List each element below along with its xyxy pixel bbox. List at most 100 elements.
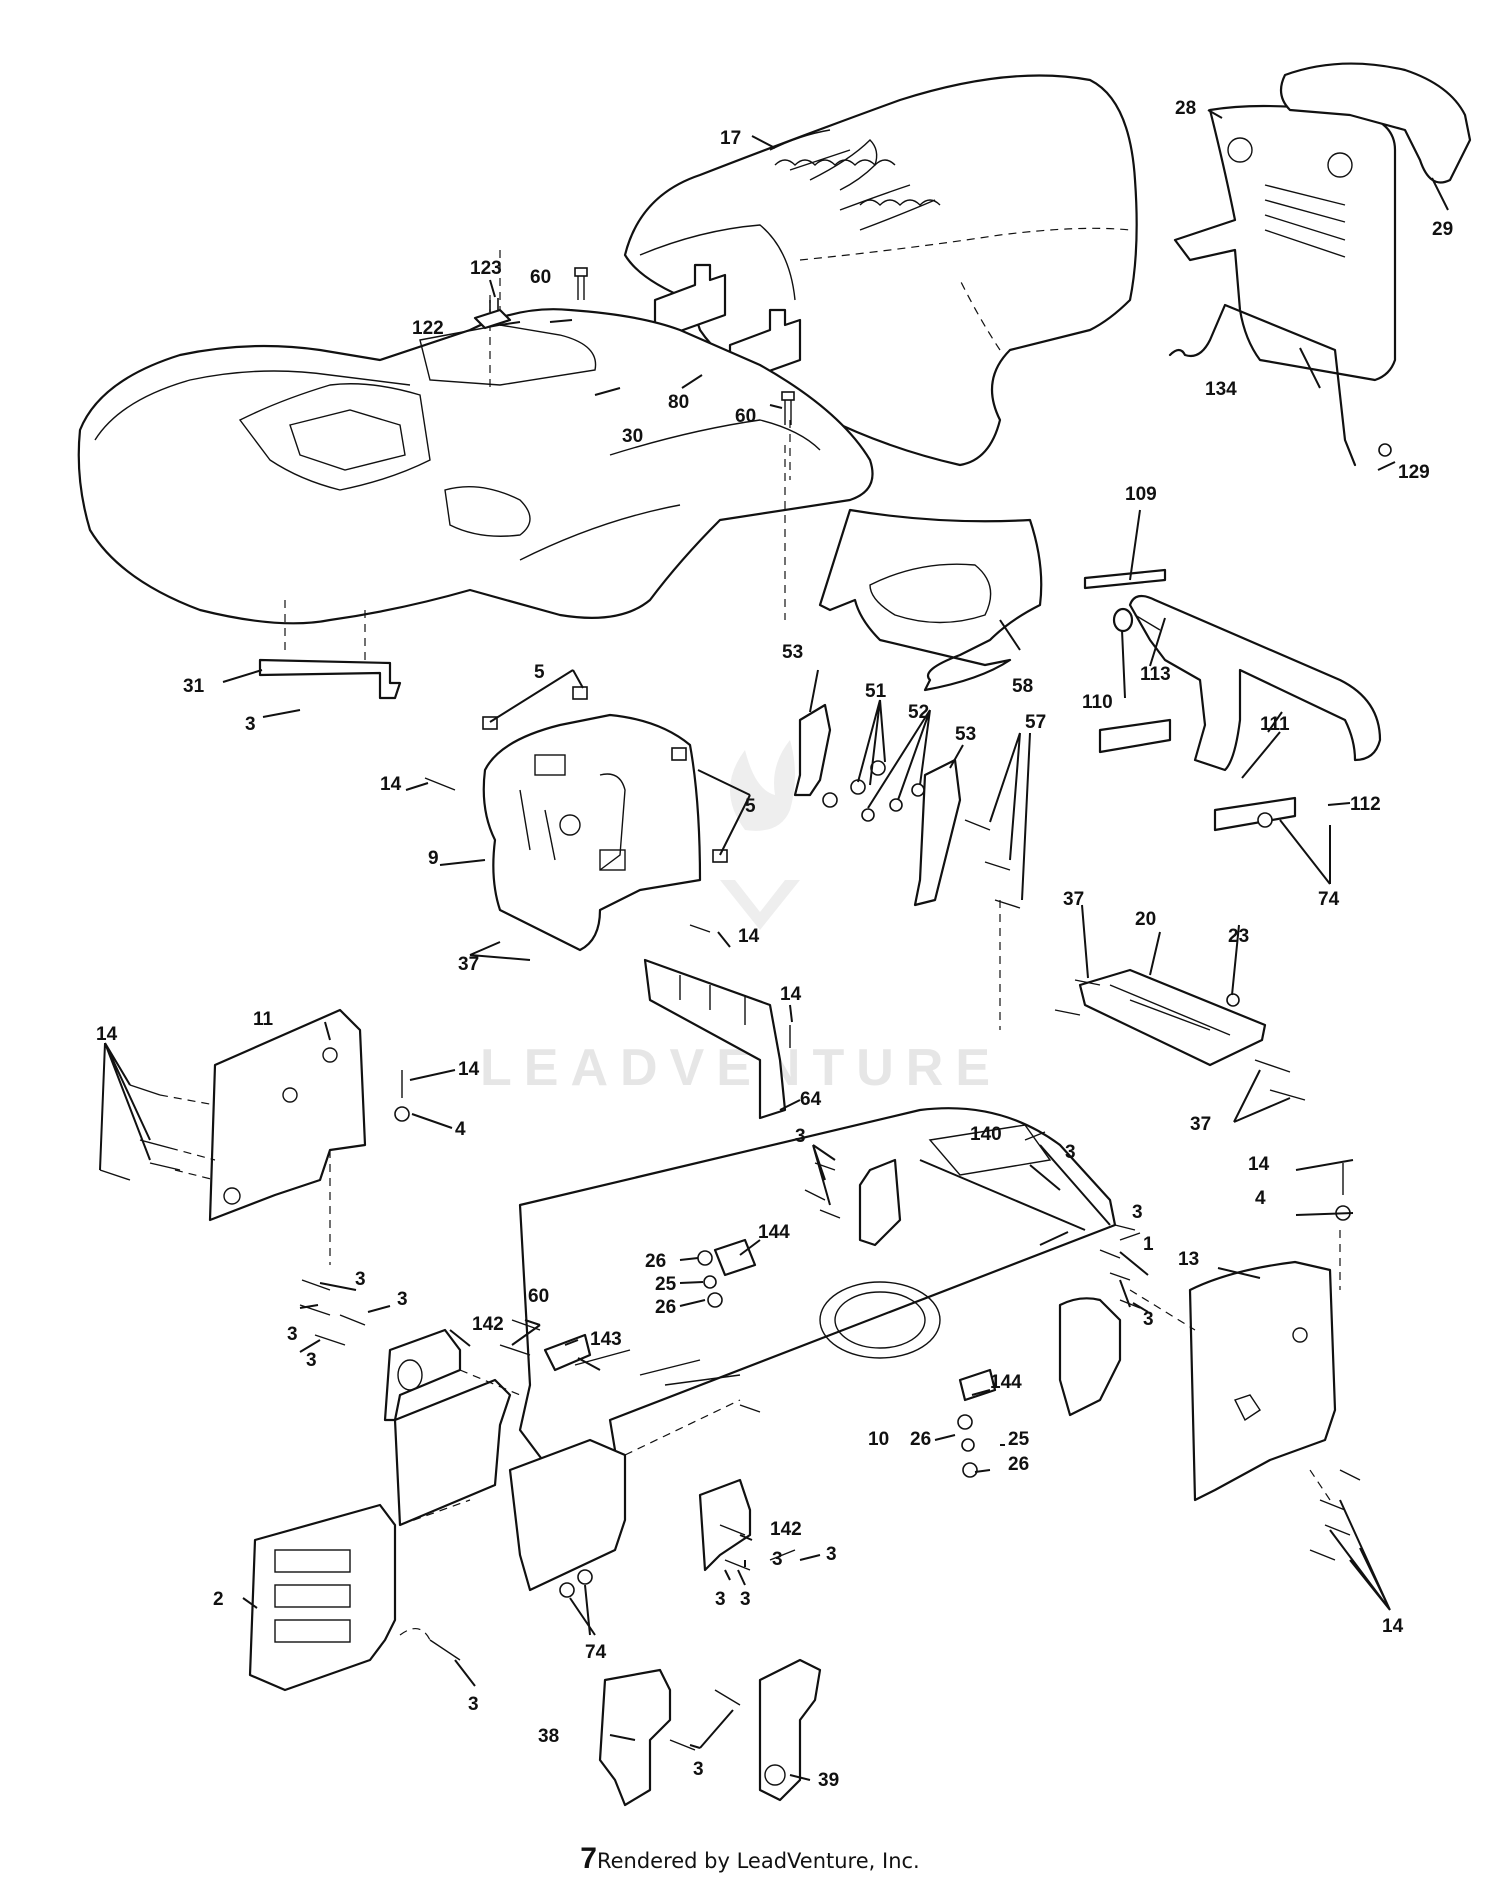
grille-part <box>1173 104 1397 382</box>
callout-label: 14 <box>738 926 760 947</box>
callout-label: 110 <box>1082 692 1113 713</box>
callout-label: 30 <box>622 426 643 447</box>
callout-labels: 17 28 29 123 60 122 30 80 60 134 129 109… <box>96 98 1453 1791</box>
callout-label: 134 <box>1205 379 1237 400</box>
nut-icon <box>697 1250 978 1478</box>
bolt-icon <box>299 1131 1141 1413</box>
callout-label: 52 <box>908 702 929 723</box>
screw-icon <box>489 298 499 312</box>
callout-label: 31 <box>183 676 205 697</box>
callout-label: 25 <box>655 1274 677 1295</box>
callout-label: 111 <box>1260 714 1290 735</box>
callout-label: 3 <box>306 1350 317 1371</box>
bolt-icon <box>429 1639 461 1661</box>
callout-label: 3 <box>772 1549 783 1570</box>
bushing-icon <box>482 686 728 863</box>
callout-label: 14 <box>458 1059 480 1080</box>
nut-icon <box>559 812 1273 1598</box>
washer-icon <box>1226 993 1240 1007</box>
leader-line <box>99 109 1449 1781</box>
callout-label: 53 <box>955 724 976 745</box>
bolt-icon <box>574 267 795 425</box>
callout-label: 112 <box>1350 794 1381 815</box>
callout-label: 9 <box>428 848 439 869</box>
callout-label: 80 <box>668 392 689 413</box>
callout-label: 142 <box>770 1519 802 1540</box>
nut-icon <box>822 760 886 808</box>
bolt-icon <box>424 777 791 1048</box>
callout-label: 3 <box>287 1324 298 1345</box>
callout-label: 123 <box>470 258 502 279</box>
washer-icon <box>861 783 925 822</box>
callout-label: 3 <box>1065 1142 1076 1163</box>
callout-label: 58 <box>1012 676 1033 697</box>
bracket-part <box>793 703 832 797</box>
callout-label: 51 <box>865 681 887 702</box>
callout-label: 14 <box>1248 1154 1270 1175</box>
callout-label: 60 <box>530 267 551 288</box>
callout-label: 3 <box>397 1289 408 1310</box>
callout-label: 14 <box>780 984 802 1005</box>
callout-label: 26 <box>655 1297 676 1318</box>
callout-label: 2 <box>213 1589 224 1610</box>
frame-plate-part <box>393 1378 512 1527</box>
callout-label: 14 <box>1382 1616 1404 1637</box>
bracket-part <box>913 758 962 907</box>
bolt-icon <box>719 1524 796 1571</box>
rod-part <box>1168 303 1357 467</box>
plate-part <box>473 308 512 330</box>
callout-label: 144 <box>990 1372 1022 1393</box>
bolt-icon <box>669 1689 741 1751</box>
bolt-icon <box>1099 1224 1141 1309</box>
callout-label: 28 <box>1175 98 1196 119</box>
bracket-part <box>858 1158 902 1247</box>
cap-part <box>1112 607 1134 633</box>
callout-label: 23 <box>1228 926 1249 947</box>
callout-label: 74 <box>1318 889 1340 910</box>
callout-label: 129 <box>1398 462 1430 483</box>
callout-label: 142 <box>472 1314 504 1335</box>
callout-label: 3 <box>355 1269 366 1290</box>
callout-label: 37 <box>1063 889 1084 910</box>
fender-deck-part <box>77 308 874 625</box>
callout-label: 37 <box>1190 1114 1211 1135</box>
clip-part <box>543 1333 592 1372</box>
callout-label: 3 <box>1132 1202 1143 1223</box>
page-number: 7 <box>580 1842 597 1875</box>
washer-icon <box>703 1275 975 1452</box>
seat-bracket-part <box>258 658 402 700</box>
watermark-text: LEADVENTURE <box>480 1039 1002 1097</box>
callout-label: 64 <box>800 1089 822 1110</box>
callout-label: 74 <box>585 1642 607 1663</box>
callout-label: 29 <box>1432 219 1453 240</box>
callout-label: 10 <box>868 1429 889 1450</box>
callout-label: 5 <box>534 662 545 683</box>
callout-label: 3 <box>740 1589 751 1610</box>
front-plate-part <box>248 1503 397 1692</box>
callout-label: 3 <box>795 1126 806 1147</box>
strip-part <box>1083 568 1167 590</box>
assembly-dash-lines <box>284 250 791 665</box>
bolt-icon <box>1054 979 1306 1101</box>
callout-label: 14 <box>380 774 402 795</box>
pan-part <box>818 508 1043 692</box>
callout-label: 113 <box>1140 664 1171 685</box>
callout-label: 143 <box>590 1329 622 1350</box>
bolt-icon <box>964 819 1021 909</box>
callout-label: 3 <box>245 714 256 735</box>
bracket-part <box>698 1478 752 1572</box>
mount-plate-part <box>1078 968 1267 1067</box>
callout-label: 4 <box>455 1119 466 1140</box>
callout-label: 38 <box>538 1726 559 1747</box>
callout-label: 109 <box>1125 484 1157 505</box>
callout-label: 39 <box>818 1770 839 1791</box>
callout-label: 11 <box>253 1009 274 1030</box>
callout-label: 26 <box>1008 1454 1029 1475</box>
callout-label: 26 <box>645 1251 666 1272</box>
callout-label: 20 <box>1135 909 1156 930</box>
callout-label: 140 <box>970 1124 1002 1145</box>
callout-label: 3 <box>715 1589 726 1610</box>
callout-label: 13 <box>1178 1249 1199 1270</box>
grille-cap-part <box>1279 62 1472 184</box>
